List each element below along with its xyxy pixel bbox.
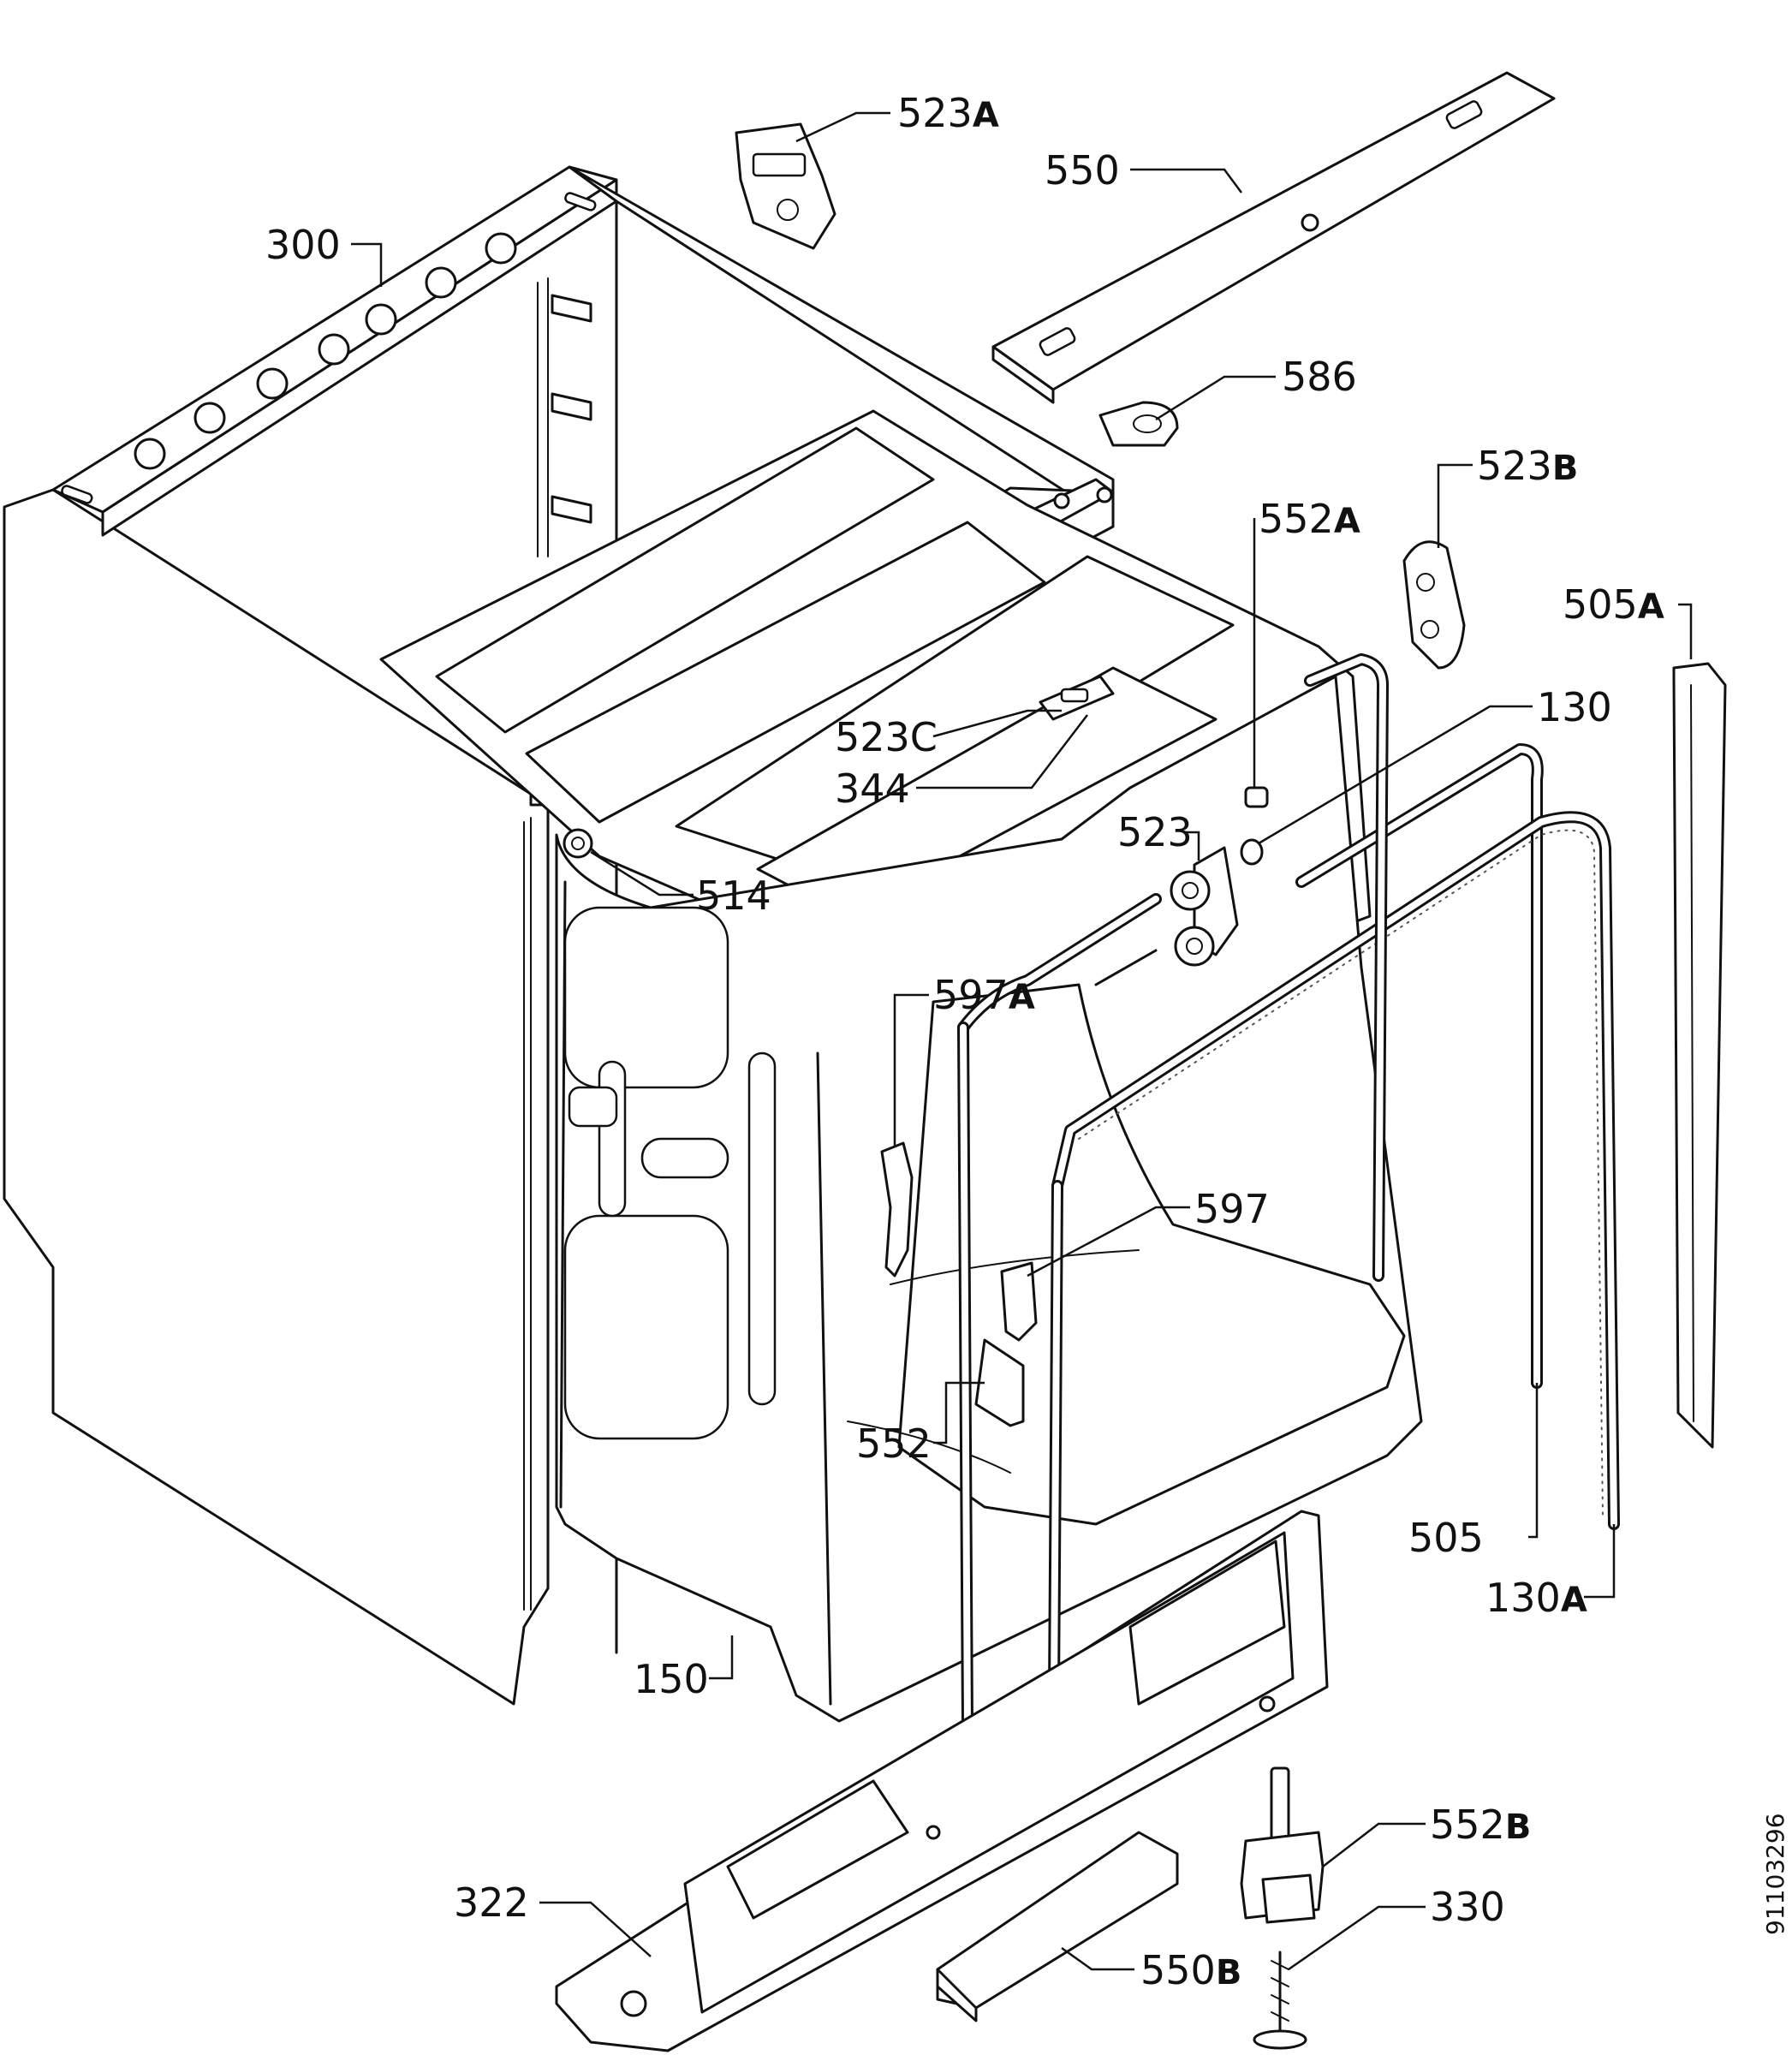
callout-597A: 597A bbox=[933, 972, 1035, 1018]
document-number: 91103296 bbox=[1761, 1813, 1789, 1935]
rail-552 bbox=[974, 1338, 1025, 1427]
callout-552: 552 bbox=[856, 1421, 932, 1467]
hinge-bracket-514 bbox=[563, 828, 593, 859]
callout-330: 330 bbox=[1430, 1884, 1505, 1930]
callout-523A: 523A bbox=[897, 90, 999, 136]
base-frame-322 bbox=[555, 1510, 1329, 2052]
callout-505A: 505A bbox=[1563, 581, 1664, 628]
clip-586 bbox=[1098, 401, 1179, 447]
callout-300: 300 bbox=[265, 222, 341, 268]
callout-505: 505 bbox=[1408, 1515, 1484, 1561]
callout-523B: 523B bbox=[1477, 443, 1578, 489]
rail-550 bbox=[991, 71, 1556, 404]
seal-505a bbox=[1672, 662, 1727, 1449]
clip-523c-344 bbox=[1039, 675, 1115, 721]
callout-550B: 550B bbox=[1140, 1947, 1241, 1993]
seal-inner bbox=[957, 893, 1162, 1731]
callout-586: 586 bbox=[1282, 354, 1357, 400]
callout-322: 322 bbox=[454, 1879, 529, 1926]
tub-side-embossing bbox=[563, 906, 777, 1440]
screw-552a bbox=[1244, 786, 1269, 808]
bracket-550b bbox=[936, 1831, 1179, 2022]
cabinet-top-rail bbox=[51, 165, 618, 537]
bracket-523a bbox=[735, 122, 836, 250]
clip-597 bbox=[1000, 1261, 1038, 1342]
cabinet-side-panel bbox=[3, 488, 550, 1706]
callout-523: 523 bbox=[1117, 809, 1193, 855]
seal-130 bbox=[1295, 743, 1544, 1389]
seal-505 bbox=[1304, 653, 1389, 1282]
clip-597a bbox=[880, 1141, 914, 1278]
rollers-523 bbox=[1094, 846, 1239, 986]
leader-lines bbox=[351, 111, 1693, 1971]
callout-130A: 130A bbox=[1485, 1575, 1587, 1621]
callout-150: 150 bbox=[634, 1656, 709, 1702]
callout-130: 130 bbox=[1537, 684, 1612, 730]
callout-597: 597 bbox=[1194, 1186, 1270, 1232]
callout-523C: 523C bbox=[835, 714, 938, 760]
callout-514: 514 bbox=[696, 873, 771, 919]
ring-130 bbox=[1240, 838, 1264, 866]
callout-550: 550 bbox=[1045, 147, 1120, 194]
callout-552A: 552A bbox=[1259, 496, 1360, 542]
bracket-523b bbox=[1402, 540, 1466, 670]
callout-344: 344 bbox=[835, 765, 910, 812]
foot-552b bbox=[1240, 1766, 1325, 1924]
callout-labels: 523A 550 300 586 523B 552A 505A 130 523C… bbox=[265, 90, 1664, 1993]
seal-130a bbox=[1047, 811, 1620, 1826]
screw-330 bbox=[1253, 1951, 1307, 2050]
callout-552B: 552B bbox=[1430, 1802, 1531, 1848]
